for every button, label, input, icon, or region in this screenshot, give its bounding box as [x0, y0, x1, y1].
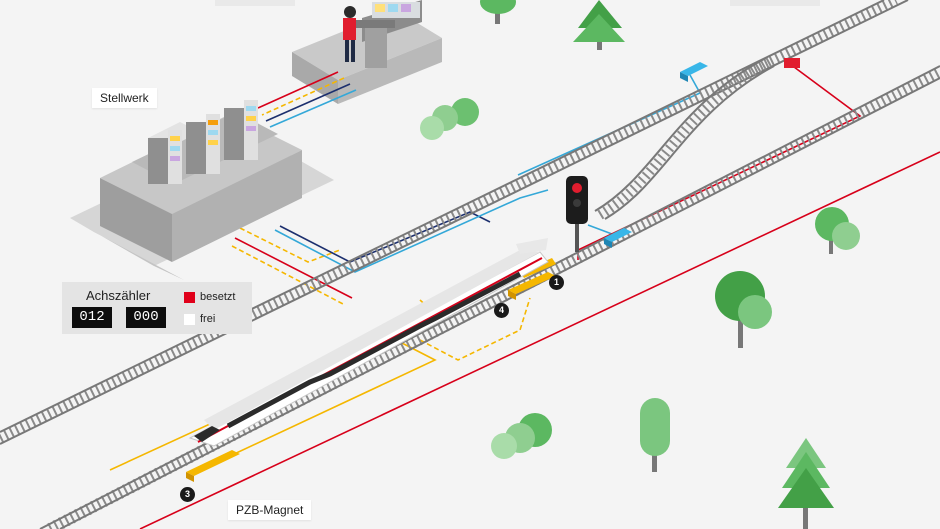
server-racks: [148, 100, 258, 184]
axle-counter-panel: Achszähler 012 000 besetzt frei: [62, 282, 252, 334]
axle-count-2: 000: [126, 307, 166, 328]
occupied-label: besetzt: [200, 291, 236, 303]
operator-figure: [343, 6, 356, 62]
free-swatch: [184, 314, 195, 325]
free-label: frei: [200, 313, 216, 325]
pzb-magnet-label: PZB-Magnet: [228, 500, 312, 520]
axle-count-1: 012: [72, 307, 112, 328]
signal-red-light: [572, 183, 582, 193]
trees: [420, 0, 860, 529]
stellwerk-label: Stellwerk: [92, 88, 157, 108]
occupied-swatch: [184, 292, 195, 303]
train: [188, 238, 549, 447]
marker-1: 1: [549, 275, 564, 290]
signal-cables: [109, 63, 940, 529]
signal-mast: [566, 176, 588, 252]
marker-4: 4: [494, 303, 509, 318]
point-machines: [604, 58, 800, 248]
marker-3: 3: [180, 487, 195, 502]
stellwerk-building: [70, 100, 334, 280]
control-center: [292, 0, 442, 104]
axle-counter-title: Achszähler: [86, 288, 151, 303]
